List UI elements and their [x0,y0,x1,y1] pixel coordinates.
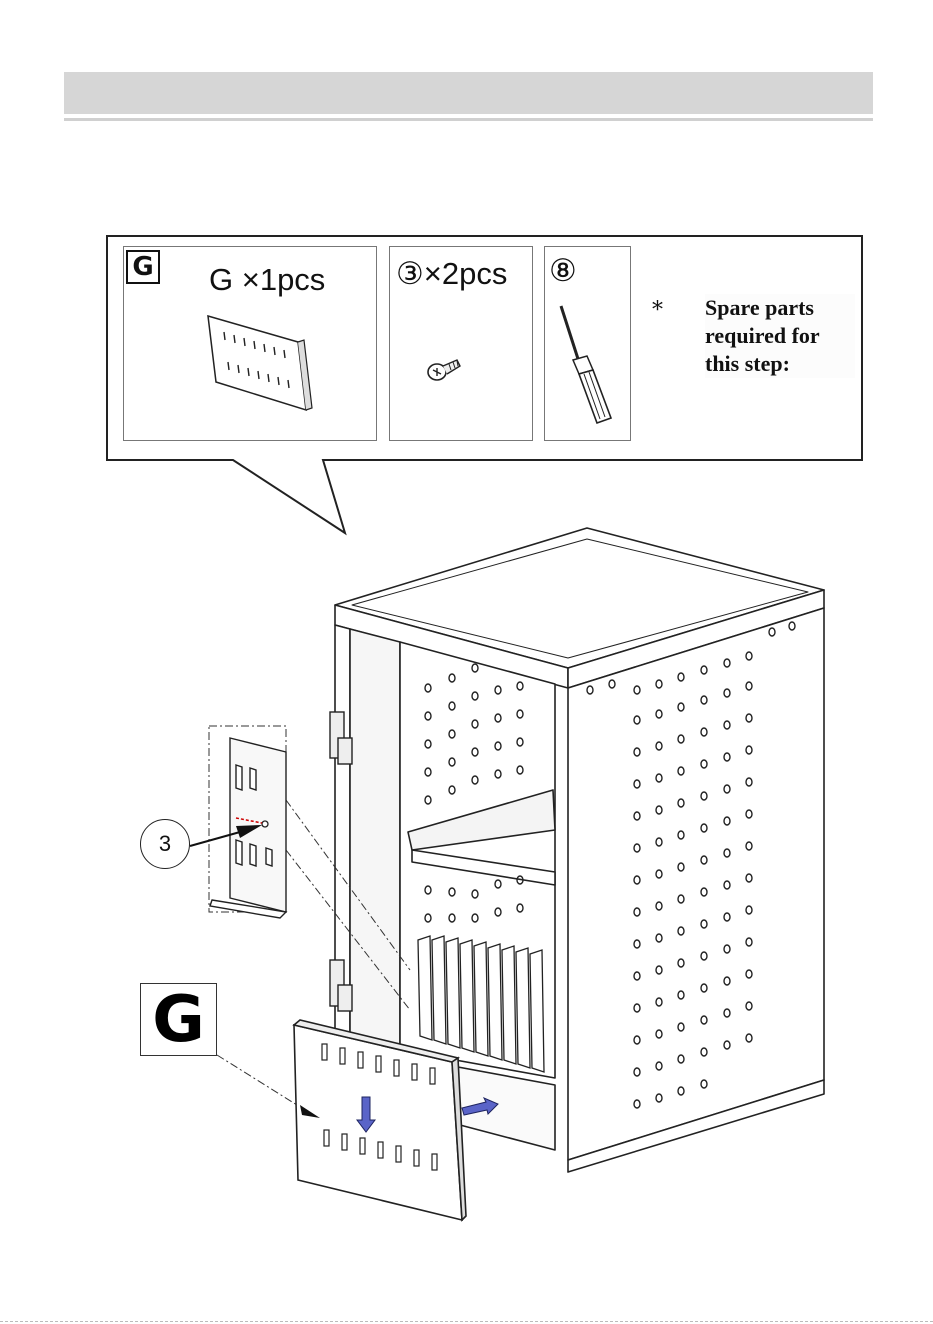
panel-g-badge: G [140,983,217,1056]
page-bottom-rule [0,1321,933,1323]
screw-callout-number: 3 [140,819,190,869]
